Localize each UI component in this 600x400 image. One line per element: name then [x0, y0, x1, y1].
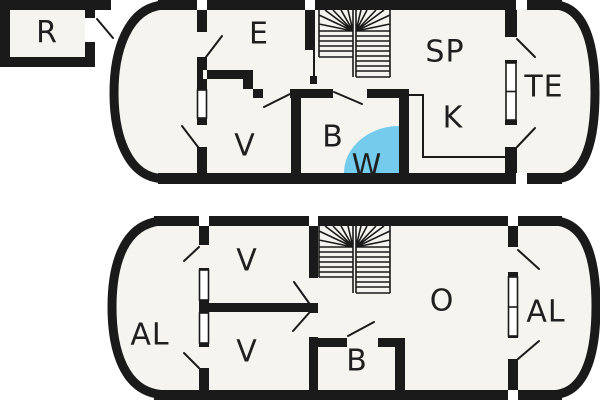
door-swing-b-upper: [333, 91, 363, 105]
room-label-b-upper: B: [322, 120, 344, 155]
door-swing-bow-lower: [181, 125, 199, 148]
lower-bow-curve: [107, 216, 162, 399]
door-swing-r: [96, 18, 114, 39]
staircase-upper: [318, 9, 391, 78]
door-swing-e: [205, 35, 223, 58]
room-label-b-lower: B: [346, 344, 368, 379]
door-swing-v-upper: [263, 93, 291, 108]
room-label-te: TE: [523, 70, 563, 105]
room-r-floor: [10, 10, 85, 57]
room-label-v-bottom: V: [236, 335, 258, 370]
upper-deck-plan: R E V B W SP K TE: [0, 0, 600, 184]
door-swing-al-left-top: [183, 246, 200, 262]
door-swing-te-bottom: [516, 127, 536, 148]
window-upper-left-wall: [196, 89, 208, 119]
lower-walls: [154, 216, 562, 400]
room-label-e: E: [249, 17, 269, 52]
lower-deck-plan: AL V V O B AL: [107, 216, 600, 400]
room-label-k: K: [443, 101, 464, 136]
room-label-al-right: AL: [526, 295, 565, 330]
upper-hull-floor: [110, 5, 599, 179]
window-lower-left-bottom: [198, 312, 210, 344]
room-label-w: W: [352, 149, 383, 184]
room-label-v-top: V: [236, 244, 258, 279]
upper-stern-curve: [555, 0, 600, 183]
lower-stern-curve: [555, 216, 600, 399]
door-swing-al-right-top: [517, 249, 540, 270]
door-swing-al-left-bottom: [183, 352, 200, 369]
w-door-swing-highlight: [344, 126, 399, 173]
kitchen-zone-outline: [409, 94, 505, 158]
door-swing-v-bottom: [292, 312, 310, 332]
room-label-r: R: [36, 16, 58, 51]
door-swing-b-lower: [347, 321, 375, 337]
room-label-o: O: [430, 284, 455, 319]
room-label-al-left: AL: [130, 318, 169, 353]
room-label-sp: SP: [425, 35, 464, 70]
room-label-v-upper: V: [234, 129, 256, 164]
lower-hull-floor: [108, 221, 600, 395]
upper-walls: [0, 0, 562, 184]
staircase-lower: [318, 225, 391, 294]
upper-bow-curve: [109, 0, 164, 183]
door-swing-te-top: [516, 38, 536, 58]
window-lower-left-top: [198, 269, 210, 301]
door-swing-al-right-bottom: [517, 340, 540, 360]
door-swing-v-top: [293, 281, 310, 304]
